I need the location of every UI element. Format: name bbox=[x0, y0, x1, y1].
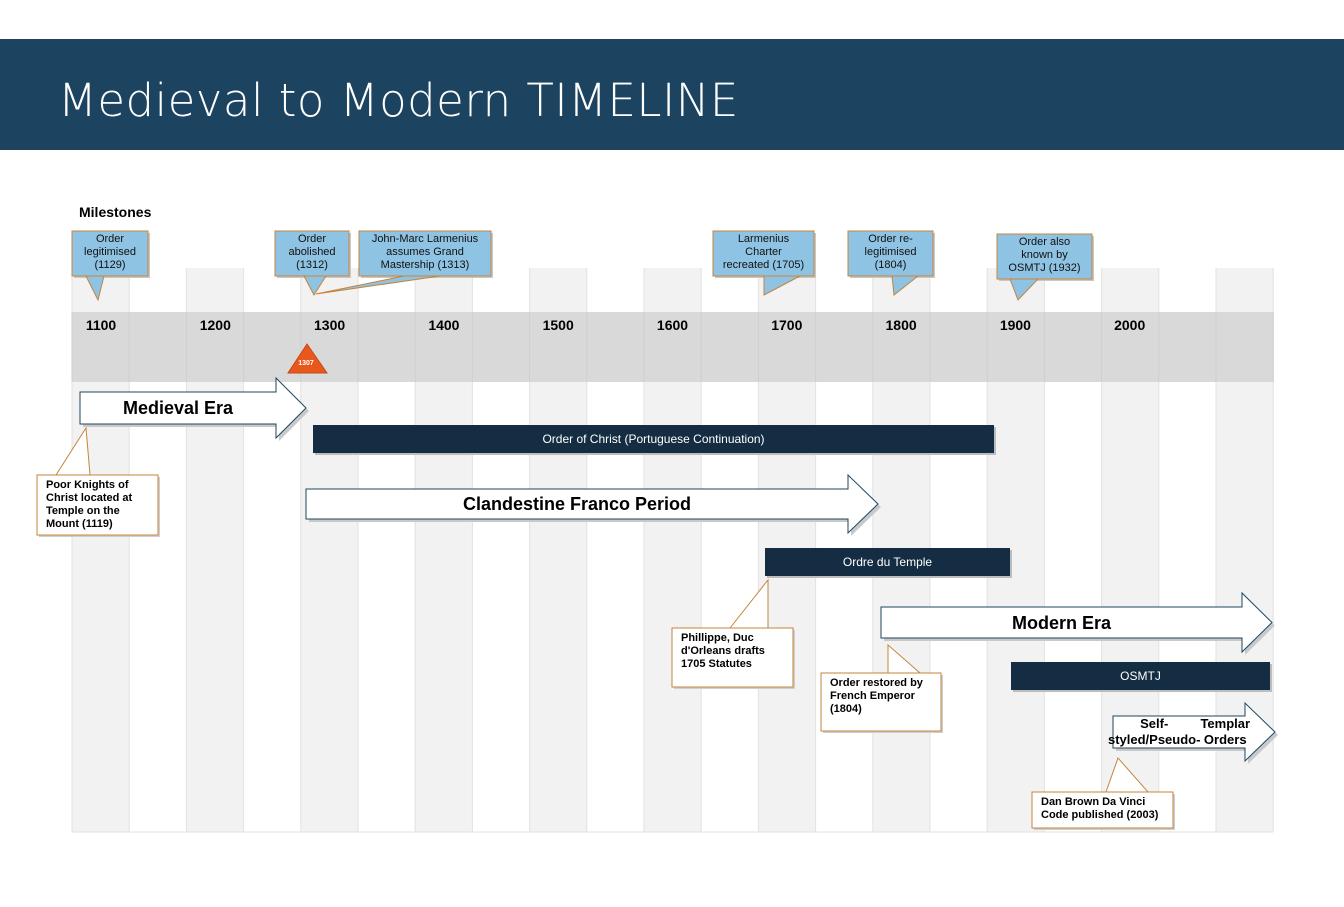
header-banner bbox=[0, 39, 1344, 150]
text-line: Order restored by bbox=[830, 677, 923, 689]
text-line: recreated (1705) bbox=[722, 259, 805, 271]
text-line: (1804) bbox=[830, 703, 862, 715]
year-label-1200: 1200 bbox=[199, 317, 231, 333]
year-label-1500: 1500 bbox=[542, 317, 574, 333]
era-pseudo-templar-arrow bbox=[1112, 701, 1276, 763]
era-pseudo-templar-arrow-label: Self-styled/Pseudo-Templar Orders bbox=[1108, 716, 1250, 748]
bar-ordre-du-temple-label: Ordre du Temple bbox=[842, 555, 933, 569]
text-line: Phillippe, Duc bbox=[681, 632, 754, 644]
year-label-1600: 1600 bbox=[656, 317, 689, 333]
year-label-1800: 1800 bbox=[885, 317, 917, 333]
text-line: Poor Knights of bbox=[46, 479, 129, 491]
era-modern-arrow-label: Modern Era bbox=[1011, 612, 1112, 633]
year-label-1100: 1100 bbox=[85, 317, 117, 333]
year-label-1400: 1400 bbox=[428, 317, 460, 333]
milestone-order-relegitimised-box bbox=[847, 230, 934, 277]
note-duc-orleans-pointer bbox=[728, 578, 769, 629]
note-poor-knights-box bbox=[36, 474, 159, 536]
text-line: Self-styled/Pseudo- bbox=[1107, 716, 1201, 747]
note-order-restored-box bbox=[820, 672, 942, 732]
page-title: Medieval to Modern TIMELINE bbox=[58, 74, 739, 127]
year-label-2000: 2000 bbox=[1114, 317, 1146, 333]
text-line: legitimised bbox=[864, 246, 917, 258]
text-line: Order bbox=[297, 233, 327, 245]
bar-osmtj bbox=[1011, 662, 1270, 690]
note-duc-orleans-box bbox=[671, 627, 794, 688]
text-line: Christ located at bbox=[46, 492, 133, 504]
text-line: legitimised bbox=[84, 246, 136, 258]
year-band bbox=[72, 312, 1274, 382]
text-line: Code published (2003) bbox=[1041, 809, 1159, 821]
text-line: Charter bbox=[745, 246, 782, 258]
year-label-1900: 1900 bbox=[999, 317, 1031, 333]
year-label-1300: 1300 bbox=[314, 317, 346, 333]
era-clandestine-franco-arrow bbox=[305, 473, 879, 535]
text-line: OSMTJ (1932) bbox=[1008, 262, 1081, 274]
text-line: Mount (1119) bbox=[46, 518, 113, 530]
note-dan-brown-box bbox=[1031, 791, 1174, 829]
text-line: known by bbox=[1021, 249, 1068, 261]
milestone-order-legitimised-box bbox=[71, 230, 149, 277]
text-line: assumes Grand bbox=[386, 246, 464, 258]
marker-1307-triangle bbox=[287, 343, 328, 374]
era-clandestine-franco-arrow-label: Clandestine Franco Period bbox=[462, 494, 692, 514]
text-line: Templar Orders bbox=[1200, 716, 1251, 747]
bar-osmtj-label: OSMTJ bbox=[1120, 669, 1161, 683]
era-medieval-arrow bbox=[79, 376, 307, 440]
year-label-1700: 1700 bbox=[771, 317, 803, 333]
milestone-order-relegitimised-text: Order re-legitimised(1804) bbox=[848, 233, 933, 272]
text-line: Temple on the bbox=[46, 505, 120, 517]
text-line: Larmenius bbox=[737, 233, 790, 245]
text-line: Mastership (1313) bbox=[380, 259, 470, 271]
milestone-order-abolished-box bbox=[274, 230, 350, 277]
text-line: abolished bbox=[288, 246, 336, 258]
text-line: Dan Brown Da Vinci bbox=[1041, 796, 1146, 808]
text-line: (1312) bbox=[296, 259, 328, 271]
era-medieval-arrow-label: Medieval Era bbox=[122, 398, 234, 418]
text-line: John-Marc Larmenius bbox=[371, 233, 479, 245]
text-line: Order re- bbox=[868, 233, 913, 245]
milestones-label: Milestones bbox=[79, 204, 152, 220]
text-line: Order also bbox=[1018, 236, 1071, 248]
text-line: French Emperor bbox=[830, 690, 915, 702]
text-line: d'Orleans drafts bbox=[681, 645, 765, 657]
milestone-osmtj-1932-box bbox=[996, 233, 1093, 280]
text-line: (1804) bbox=[874, 259, 907, 271]
bar-ordre-du-temple bbox=[765, 548, 1010, 576]
bar-order-of-christ-label: Order of Christ (Portuguese Continuation… bbox=[542, 432, 765, 446]
milestone-larmenius-charter-box bbox=[712, 230, 815, 277]
text-line: 1705 Statutes bbox=[681, 658, 752, 670]
bar-order-of-christ bbox=[313, 425, 994, 453]
milestone-larmenius-grand-mastership-box bbox=[358, 230, 492, 277]
marker-1307-label: 1307 bbox=[298, 360, 314, 367]
era-modern-arrow bbox=[880, 591, 1273, 654]
text-line: Order bbox=[95, 233, 125, 245]
text-line: (1129) bbox=[94, 259, 126, 271]
